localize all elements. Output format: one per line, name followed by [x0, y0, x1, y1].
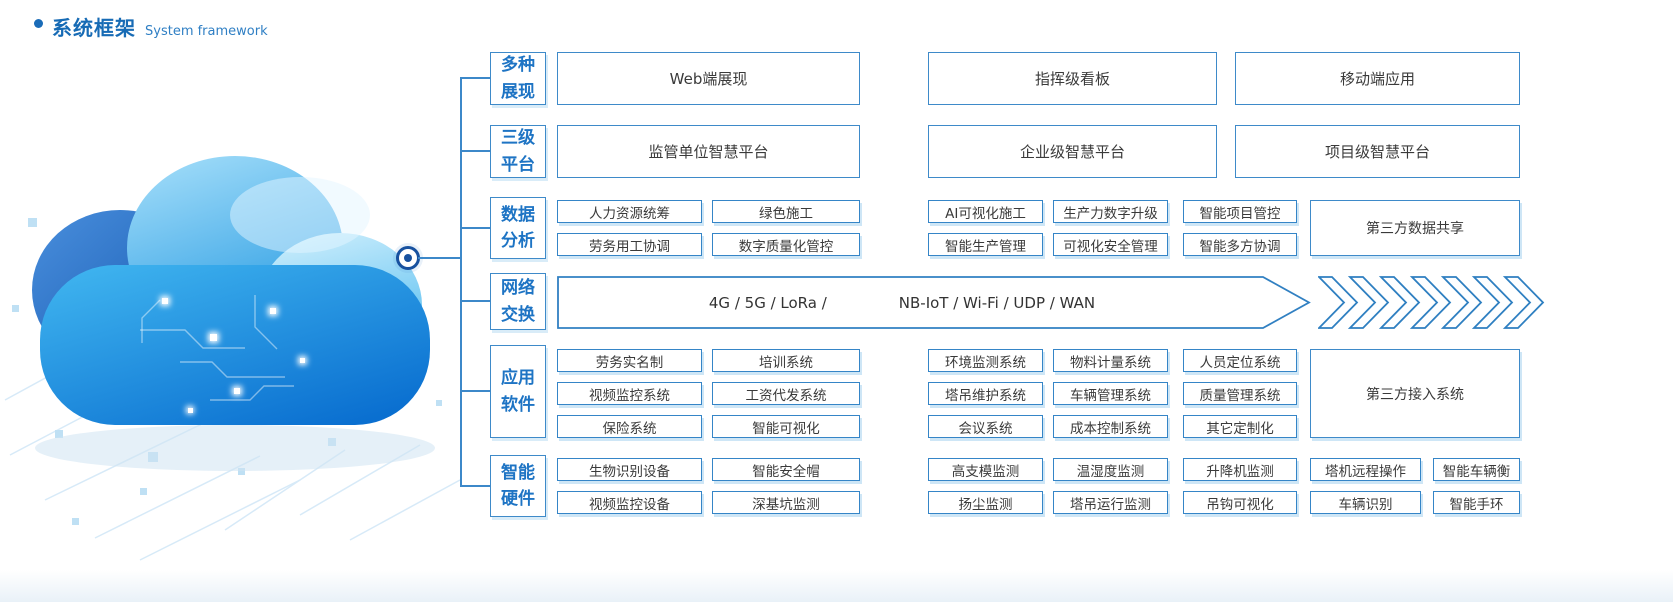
branch-line [461, 77, 490, 79]
diagram-box: 劳务实名制 [557, 349, 702, 372]
connector-line [418, 257, 460, 259]
diagram-box: 升降机监测 [1183, 458, 1297, 481]
diagram-box: 人员定位系统 [1183, 349, 1297, 372]
diagram-box: 成本控制系统 [1053, 415, 1168, 438]
connector-node-icon [396, 246, 420, 270]
diagram-box: 视频监控设备 [557, 491, 702, 514]
network-band-text: 4G / 5G / LoRa / NB-IoT / Wi-Fi / UDP / … [557, 276, 1247, 329]
diagram-box: 智能车辆衡 [1433, 458, 1520, 481]
diagram-box: 深基坑监测 [712, 491, 860, 514]
row-label-software: 应用软件 [490, 345, 546, 438]
row-label-platform: 三级平台 [490, 125, 546, 178]
diagram-box: 高支模监测 [928, 458, 1043, 481]
diagram-box: 视频监控系统 [557, 382, 702, 405]
branch-line [461, 227, 490, 229]
connector-trunk [460, 77, 462, 487]
branch-line [461, 390, 490, 392]
network-band-text-right: NB-IoT / Wi-Fi / UDP / WAN [898, 293, 1096, 312]
title-zh: 系统框架 [52, 16, 136, 40]
title-en: System framework [145, 24, 268, 39]
network-band [557, 276, 1311, 329]
diagram-box: 温湿度监测 [1053, 458, 1168, 481]
diagram-box: 保险系统 [557, 415, 702, 438]
diagram-box: 吊钩可视化 [1183, 491, 1297, 514]
diagram-box: 会议系统 [928, 415, 1043, 438]
branch-line [461, 300, 490, 302]
bullet-icon [34, 19, 43, 28]
diagram-box: 工资代发系统 [712, 382, 860, 405]
diagram-box: 生物识别设备 [557, 458, 702, 481]
diagram-box: 生产力数字升级 [1053, 200, 1168, 223]
cloud-illustration [4, 156, 461, 561]
network-band-text-left: 4G / 5G / LoRa / [708, 293, 827, 312]
diagram-box: 绿色施工 [712, 200, 860, 223]
diagram-box: 物料计量系统 [1053, 349, 1168, 372]
diagram-box: 环境监测系统 [928, 349, 1043, 372]
diagram-box: 智能生产管理 [928, 233, 1043, 256]
diagram-box: 移动端应用 [1235, 52, 1520, 105]
diagram-box: Web端展现 [557, 52, 860, 105]
diagram-box: 可视化安全管理 [1053, 233, 1168, 256]
diagram-box: 车辆识别 [1310, 491, 1421, 514]
page-title: 系统框架 System framework [34, 12, 268, 41]
diagram-box: 质量管理系统 [1183, 382, 1297, 405]
diagram-box: 塔吊维护系统 [928, 382, 1043, 405]
diagram-box: 第三方接入系统 [1310, 349, 1520, 438]
diagram-box: 监管单位智慧平台 [557, 125, 860, 178]
diagram-box: 培训系统 [712, 349, 860, 372]
diagram-box: 人力资源统筹 [557, 200, 702, 223]
row-label-hardware: 智能硬件 [490, 455, 546, 517]
diagram-box: 智能安全帽 [712, 458, 860, 481]
diagram-box: 劳务用工协调 [557, 233, 702, 256]
diagram-box: 企业级智慧平台 [928, 125, 1217, 178]
diagram-box: 第三方数据共享 [1310, 200, 1520, 256]
row-label-display: 多种展现 [490, 52, 546, 105]
diagram-box: 指挥级看板 [928, 52, 1217, 105]
diagram-box: 塔吊运行监测 [1053, 491, 1168, 514]
chevron-arrows-icon [1318, 276, 1545, 329]
diagram-box: 智能项目管控 [1183, 200, 1297, 223]
diagram-box: 数字质量化管控 [712, 233, 860, 256]
diagram-box: 其它定制化 [1183, 415, 1297, 438]
diagram-box: 智能手环 [1433, 491, 1520, 514]
diagram-box: 智能可视化 [712, 415, 860, 438]
diagram-box: 塔机远程操作 [1310, 458, 1421, 481]
row-label-data-analysis: 数据分析 [490, 197, 546, 259]
branch-line [461, 485, 490, 487]
diagram-box: 车辆管理系统 [1053, 382, 1168, 405]
diagram-box: 智能多方协调 [1183, 233, 1297, 256]
diagram-box: 项目级智慧平台 [1235, 125, 1520, 178]
diagram-box: 扬尘监测 [928, 491, 1043, 514]
bottom-decoration [0, 570, 1673, 602]
row-label-network: 网络交换 [490, 273, 546, 330]
diagram-box: AI可视化施工 [928, 200, 1043, 223]
branch-line [461, 150, 490, 152]
